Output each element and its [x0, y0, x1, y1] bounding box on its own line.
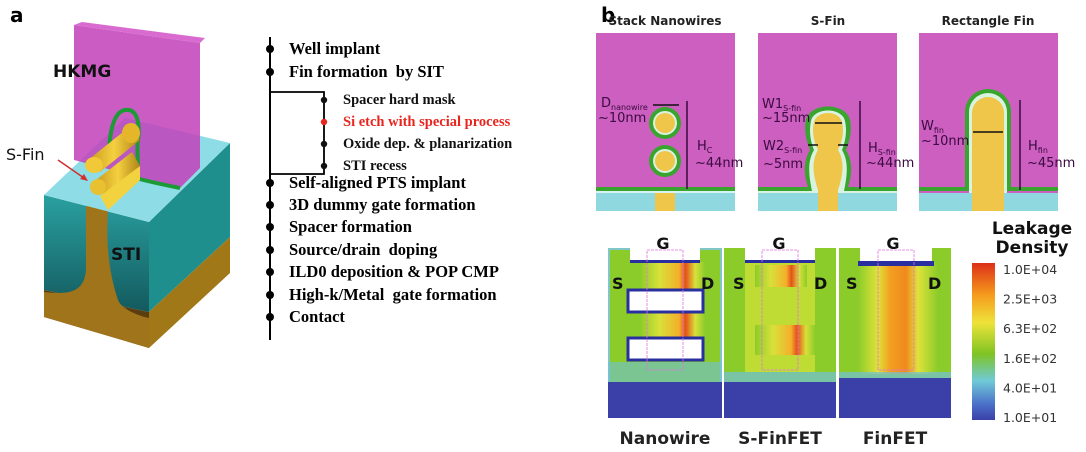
- process-step-bullet: [266, 201, 274, 209]
- drain-label-3: D: [928, 274, 941, 293]
- w-fin-value: ~10nm: [921, 134, 969, 149]
- source-label-3: S: [846, 274, 858, 293]
- panel-b-label: b: [601, 3, 615, 27]
- process-step: Spacer formation: [289, 217, 412, 236]
- process-step: High-k/Metal gate formation: [289, 285, 497, 304]
- colorbar-tick-label: 4.0E+01: [1003, 380, 1057, 395]
- process-step: Fin formation by SIT: [289, 62, 444, 81]
- process-step-bullet: [266, 223, 274, 231]
- w1-sfin-value: ~15nm: [762, 111, 810, 126]
- colorbar-tick-label: 1.0E+04: [1003, 262, 1057, 277]
- hkmg-gate-top: [74, 22, 205, 43]
- w-fin-label: Wfin: [921, 119, 944, 135]
- leakage-map-nanowire: [608, 248, 722, 418]
- substrate-right-face: [149, 237, 230, 348]
- source-label-1: S: [612, 274, 624, 293]
- sti-right-face: [149, 143, 230, 312]
- structure-title-rect-fin: Rectangle Fin: [942, 14, 1035, 28]
- process-step-bullet: [266, 179, 274, 187]
- h-fin-value: ~45nm: [1027, 156, 1075, 171]
- process-step-bullet: [266, 268, 274, 276]
- leakage-map-sfinfet: [724, 248, 836, 418]
- colorbar-title-line2: Density: [996, 238, 1069, 258]
- sub-step: Oxide dep. & planarization: [343, 136, 512, 152]
- drain-label-2: D: [814, 274, 827, 293]
- map-name-sfinfet: S-FinFET: [738, 429, 822, 449]
- s-fin-cylinders: [85, 123, 140, 210]
- hkmg-label: HKMG: [53, 62, 111, 82]
- fin-stem: [44, 205, 149, 348]
- sub-step-highlighted: Si etch with special process: [343, 114, 511, 130]
- leakage-map-finfet: [839, 248, 951, 418]
- map-name-finfet: FinFET: [863, 429, 928, 449]
- panel-a-label: a: [10, 3, 24, 27]
- cross-section-rect-fin: [919, 33, 1058, 211]
- gate-label-3: G: [886, 234, 899, 253]
- process-step: ILD0 deposition & POP CMP: [289, 262, 499, 281]
- process-step: Well implant: [289, 39, 381, 58]
- h-fin-label: Hfin: [1028, 139, 1048, 155]
- flow-sub-bracket: [270, 91, 325, 175]
- process-step-bullet: [266, 68, 274, 76]
- process-step: Self-aligned PTS implant: [289, 173, 466, 192]
- w2-sfin-label: W2S-fin: [763, 139, 802, 155]
- sub-step-bullet: [320, 162, 328, 170]
- h-c-value: ~44nm: [695, 156, 743, 171]
- h-sfin-label: HS-fin: [868, 141, 896, 157]
- d-nanowire-label: Dnanowire: [601, 96, 648, 112]
- process-step: 3D dummy gate formation: [289, 195, 476, 214]
- process-step-bullet: [266, 313, 274, 321]
- gate-label-2: G: [772, 234, 785, 253]
- s-fin-pointer-arrow: [57, 159, 85, 179]
- process-step: Source/drain doping: [289, 240, 438, 259]
- w2-sfin-value: ~5nm: [763, 157, 803, 172]
- arrow-head-icon: [80, 174, 88, 181]
- colorbar: [972, 263, 995, 420]
- colorbar-tick-label: 1.0E+01: [1003, 410, 1057, 425]
- sub-step: STI recess: [343, 158, 407, 174]
- cross-section-sfin: [758, 33, 897, 211]
- colorbar-tick-label: 6.3E+02: [1003, 321, 1057, 336]
- h-sfin-value: ~44nm: [866, 156, 914, 171]
- process-step-bullet: [266, 246, 274, 254]
- colorbar-tick-label: 2.5E+03: [1003, 292, 1057, 307]
- gate-label-1: G: [656, 234, 669, 253]
- sub-step-bullet: [320, 96, 328, 104]
- colorbar-title-line1: Leakage: [992, 219, 1072, 239]
- colorbar-tick-label: 1.6E+02: [1003, 351, 1057, 366]
- process-step: Contact: [289, 307, 345, 326]
- structure-title-nanowires: Stack Nanowires: [608, 14, 721, 28]
- drain-label-1: D: [701, 274, 714, 293]
- sub-step: Spacer hard mask: [343, 92, 456, 108]
- s-fin-label: S-Fin: [6, 145, 45, 164]
- h-c-label: HC: [697, 139, 713, 155]
- sfin-3d-illustration: [44, 22, 230, 348]
- sub-step-bullet: [320, 118, 328, 126]
- source-label-2: S: [733, 274, 745, 293]
- d-nanowire-value: ~10nm: [598, 111, 646, 126]
- cross-section-nanowires: [596, 33, 735, 211]
- sti-label: STI: [111, 245, 141, 265]
- map-name-nanowire: Nanowire: [620, 429, 711, 449]
- sub-step-bullet: [320, 140, 328, 148]
- w1-sfin-label: W1S-fin: [762, 97, 801, 113]
- process-step-bullet: [266, 45, 274, 53]
- structure-title-sfin: S-Fin: [811, 14, 845, 28]
- process-step-bullet: [266, 291, 274, 299]
